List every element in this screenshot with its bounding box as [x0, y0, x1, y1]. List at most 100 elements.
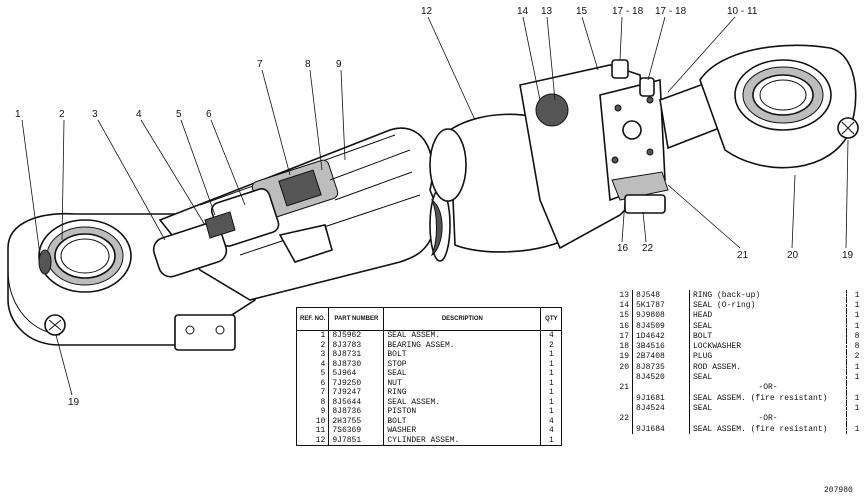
callout-4: 4	[136, 109, 142, 120]
description-cell: -OR-	[689, 413, 847, 424]
callout-16: 16	[617, 243, 629, 254]
qty-cell: 1	[540, 359, 563, 369]
illustration-id: 207980	[824, 486, 853, 495]
ref-no-cell: 7	[295, 388, 330, 398]
ref-no-cell: 21	[612, 382, 633, 393]
description-cell: SEAL	[689, 320, 847, 332]
qty-cell: 4	[540, 416, 563, 426]
part-number-cell: 9J9808	[632, 310, 690, 321]
callout-2: 2	[59, 109, 65, 120]
qty-cell: 1	[854, 300, 860, 310]
ref-no-cell: 22	[612, 413, 633, 424]
ref-no-cell: 18	[612, 341, 633, 352]
callout-22: 22	[642, 243, 654, 254]
ref-no-cell: 12	[295, 435, 330, 446]
part-number-cell: 1D4642	[632, 331, 690, 342]
ref-no-cell: 1	[295, 330, 330, 341]
part-number-cell: 8J5962	[328, 330, 385, 341]
qty-cell: 2	[540, 340, 563, 350]
qty-cell: 1	[854, 321, 860, 331]
ref-no-cell: 9	[295, 407, 330, 417]
qty-cell: 1	[540, 407, 563, 417]
description-cell: BEARING ASSEM.	[383, 340, 542, 350]
qty-cell: 1	[540, 435, 563, 446]
qty-cell: 1	[540, 388, 563, 398]
ref-no-cell: 19	[612, 351, 633, 363]
qty-cell	[847, 383, 868, 393]
part-number-cell: 8J8730	[328, 359, 385, 369]
qty-cell: 1	[540, 378, 563, 388]
part-number-cell	[632, 413, 690, 424]
ref-no-cell: 20	[612, 362, 633, 373]
callout-19-left: 19	[68, 397, 80, 408]
qty-cell: 1	[854, 403, 860, 413]
callout-19-right: 19	[842, 250, 854, 261]
qty-cell: 2	[854, 352, 860, 362]
callout-8: 8	[305, 59, 311, 70]
part-number-cell: 2B7408	[632, 351, 690, 363]
ref-no-cell	[612, 403, 633, 414]
part-number-cell: 8J8735	[632, 362, 690, 373]
ref-no-cell: 3	[295, 350, 330, 360]
part-number-cell: 8J4524	[632, 403, 690, 414]
qty-cell: 1	[540, 397, 563, 407]
description-cell: SEAL ASSEM. (fire resistant)	[689, 423, 847, 435]
part-number-cell: 7S6369	[328, 426, 385, 436]
qty-cell: 8	[854, 342, 860, 352]
ref-no-cell: 16	[612, 320, 633, 332]
table-row: 21-OR-	[612, 382, 868, 393]
qty-cell: 1	[854, 424, 860, 434]
description-cell: SEAL (O-ring)	[689, 300, 847, 311]
callout-17-18-b: 17 - 18	[655, 6, 687, 17]
callout-5: 5	[176, 109, 182, 120]
qty-cell	[847, 414, 868, 424]
callout-1: 1	[15, 109, 21, 120]
callout-21: 21	[737, 250, 749, 261]
description-cell: ROD ASSEM.	[689, 362, 847, 373]
part-number-cell: 8J3783	[328, 340, 385, 350]
description-cell: SEAL ASSEM.	[383, 330, 542, 341]
col-part-number: PART NUMBER	[328, 307, 385, 331]
col-qty: QTY	[540, 307, 563, 331]
part-number-cell: 8J8731	[328, 350, 385, 360]
ref-no-cell: 15	[612, 310, 633, 321]
qty-cell: 1	[854, 373, 860, 383]
ref-no-cell: 6	[295, 378, 330, 388]
qty-cell: 1	[540, 350, 563, 360]
ref-no-cell: 2	[295, 340, 330, 350]
part-number-cell: 9J1681	[632, 392, 690, 404]
part-number-cell: 5J964	[328, 369, 385, 379]
callout-9: 9	[336, 59, 342, 70]
callout-15: 15	[576, 6, 588, 17]
description-cell: SEAL	[689, 403, 847, 414]
part-number-cell: 9J7851	[328, 435, 385, 446]
ref-no-cell	[612, 372, 633, 383]
callout-3: 3	[92, 109, 98, 120]
ref-no-cell	[612, 392, 633, 404]
part-number-cell: 9J1684	[632, 423, 690, 435]
part-number-cell: 8J4520	[632, 372, 690, 383]
qty-cell: 8	[854, 331, 860, 341]
callout-17-18-a: 17 - 18	[612, 6, 644, 17]
callout-20: 20	[787, 250, 799, 261]
description-cell: BOLT	[383, 416, 542, 426]
part-number-cell: 8J8736	[328, 407, 385, 417]
ref-no-cell: 10	[295, 416, 330, 426]
ref-no-cell: 13	[612, 290, 633, 301]
rod-assembly	[659, 44, 859, 169]
